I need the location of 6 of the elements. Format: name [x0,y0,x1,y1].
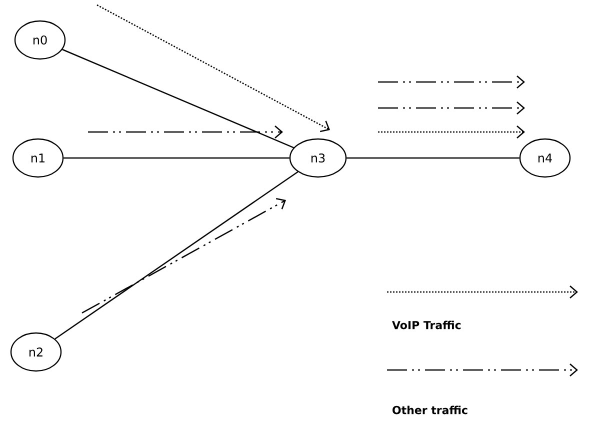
legend-label: VoIP Traffic [392,320,461,330]
link-line [346,157,520,159]
link-line [62,48,294,148]
link-line [54,171,298,340]
legend-label: Other traffic [392,406,468,414]
link-line [64,157,290,159]
